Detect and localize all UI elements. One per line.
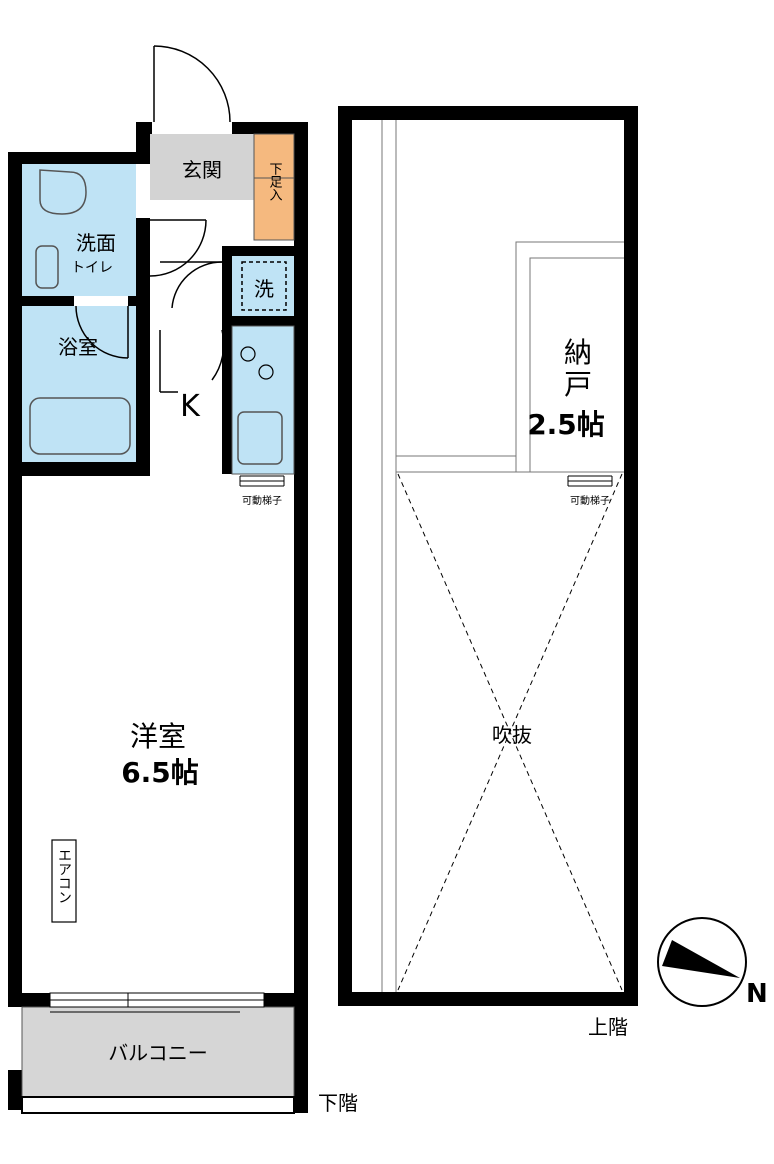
sash-window xyxy=(49,992,265,1013)
upper-floor-walls xyxy=(338,106,638,1006)
storage-label-2: 戸 xyxy=(564,368,592,401)
storage-size: 2.5帖 xyxy=(527,408,605,441)
toilet-fixture xyxy=(35,169,87,289)
bathtub xyxy=(29,397,131,455)
storage-label-1: 納 xyxy=(564,336,592,369)
compass: N xyxy=(657,917,768,1009)
upper-floor: 納 戸 2.5帖 可動梯子 吹抜 上階 xyxy=(338,106,638,1039)
lower-floor: 玄関 下足入 洗面 トイレ 浴室 洗 K 可動梯子 洋室 6.5帖 エアコン バ… xyxy=(8,45,358,1115)
genkan-floor xyxy=(150,134,254,200)
compass-needle-icon xyxy=(662,940,740,978)
lower-floor-caption: 下階 xyxy=(318,1091,358,1115)
shoe-box-label: 下足入 xyxy=(267,162,283,201)
compass-north-label: N xyxy=(746,979,768,1009)
upper-floor-caption: 上階 xyxy=(588,1015,628,1039)
bathroom-label: 浴室 xyxy=(58,335,98,359)
balcony-floor xyxy=(21,1006,295,1098)
entry-door xyxy=(153,45,231,123)
genkan-label: 玄関 xyxy=(182,158,222,182)
western-room-size: 6.5帖 xyxy=(121,756,199,789)
western-room-label: 洋室 xyxy=(130,720,186,753)
toilet-label: トイレ xyxy=(71,260,113,276)
balcony-rail xyxy=(21,1096,295,1114)
aircon-box xyxy=(51,839,77,923)
kitchen-door xyxy=(159,261,225,393)
ladder-upper xyxy=(567,475,613,487)
ladder-lower-label: 可動梯子 xyxy=(242,494,282,507)
upper-floor-lines xyxy=(381,120,624,992)
balcony-label: バルコニー xyxy=(108,1041,208,1065)
stove-icon xyxy=(240,346,274,380)
aircon-label: エアコン xyxy=(56,848,72,904)
bathroom-door xyxy=(75,305,129,359)
washroom-door xyxy=(149,219,207,277)
shoe-box xyxy=(253,133,295,241)
void-cross xyxy=(397,473,623,991)
sink-icon xyxy=(237,411,283,465)
ladder-upper-label: 可動梯子 xyxy=(570,494,610,507)
washer-box xyxy=(241,261,287,311)
washroom-label: 洗面 xyxy=(76,231,116,255)
kitchen-counter xyxy=(231,325,295,475)
ladder-lower xyxy=(239,475,285,487)
void-label: 吹抜 xyxy=(492,723,532,747)
washer-label: 洗 xyxy=(254,277,274,301)
kitchen-label: K xyxy=(180,389,201,424)
